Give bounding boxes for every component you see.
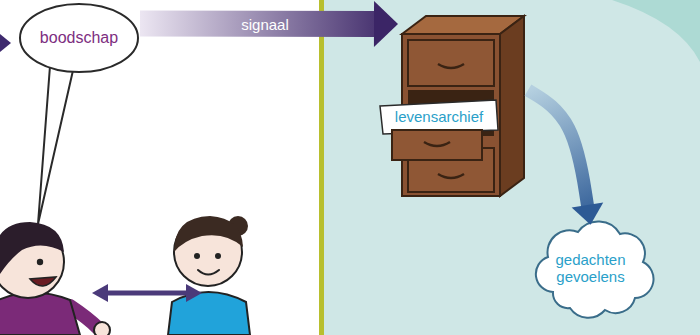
node-text: boodschap — [18, 2, 140, 74]
eye — [215, 253, 221, 259]
arrow-shaft — [104, 291, 190, 296]
node-text: gedachten gevoelens — [548, 234, 633, 302]
incoming-arrow — [0, 34, 11, 52]
hand — [94, 322, 110, 335]
speaker-person — [0, 222, 110, 335]
node-text: levensarchief — [382, 105, 496, 129]
speech-bubble: boodschap — [18, 2, 140, 74]
drawer-handle — [424, 142, 450, 146]
open-drawer — [392, 130, 482, 160]
hair — [174, 216, 243, 252]
arrow-shaft — [140, 11, 376, 37]
archive-cabinet: levensarchief — [398, 12, 528, 198]
eye — [194, 253, 200, 259]
corner-arc — [612, 0, 700, 62]
flow-arrow — [528, 90, 603, 225]
arrow-head — [572, 203, 604, 225]
drawer-handle — [438, 174, 464, 178]
signal-arrow — [140, 1, 398, 47]
cabinet-side — [500, 16, 524, 196]
listener-person — [168, 216, 250, 335]
eye — [37, 259, 43, 265]
right-panel — [323, 0, 700, 335]
drawer — [408, 40, 494, 86]
node-shape — [398, 12, 528, 198]
body — [168, 292, 250, 335]
hair — [0, 222, 64, 284]
body — [0, 292, 80, 335]
arrow-head — [92, 284, 108, 302]
file-paper — [380, 100, 498, 134]
arrow-head — [374, 1, 398, 47]
arrow-shaft — [528, 90, 588, 207]
cloud-outline — [536, 222, 654, 318]
mouth — [30, 277, 56, 286]
dialogue-arrow — [92, 284, 202, 302]
smile — [198, 270, 219, 275]
divider-line — [319, 0, 324, 335]
thought-cloud: gedachten gevoelens — [528, 222, 653, 314]
arrow-head — [186, 284, 202, 302]
edge-label: signaal — [241, 15, 289, 32]
bubble-tail — [38, 66, 74, 224]
drawer-handle — [438, 64, 464, 68]
